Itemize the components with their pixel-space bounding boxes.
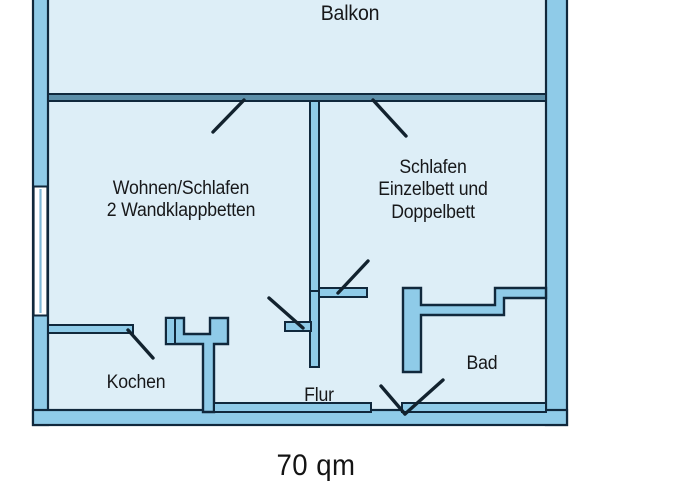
room-fill-wohnen (48, 101, 311, 327)
door-bad-left (379, 384, 407, 416)
door-kochen (126, 328, 155, 360)
door-schlafen-balkon (371, 98, 408, 138)
floor-area-note: 70 qm (276, 449, 356, 482)
door-flur-schlafen (336, 259, 370, 295)
room-fill-balkon (48, 0, 546, 96)
room-fills (48, 0, 546, 412)
wall-exterior-right (544, 0, 569, 427)
wall-flur-bottom (213, 402, 372, 413)
interior-walls (47, 93, 548, 414)
window-opening (32, 185, 49, 317)
wall-kochen-flur-trident (164, 316, 230, 414)
wall-bad-jamb (401, 402, 547, 413)
wall-bad-partition (401, 286, 548, 374)
door-wohnen-balkon (211, 98, 246, 134)
door-bad-right (403, 378, 445, 416)
wall-balkon-divider (47, 93, 547, 102)
wall-kochen-flur-arm (165, 317, 176, 345)
wall-kochen-top (47, 324, 134, 334)
door-leaves (126, 98, 445, 416)
door-flur-wohnen (267, 296, 305, 330)
wall-wohnen-schlafen (309, 100, 320, 292)
